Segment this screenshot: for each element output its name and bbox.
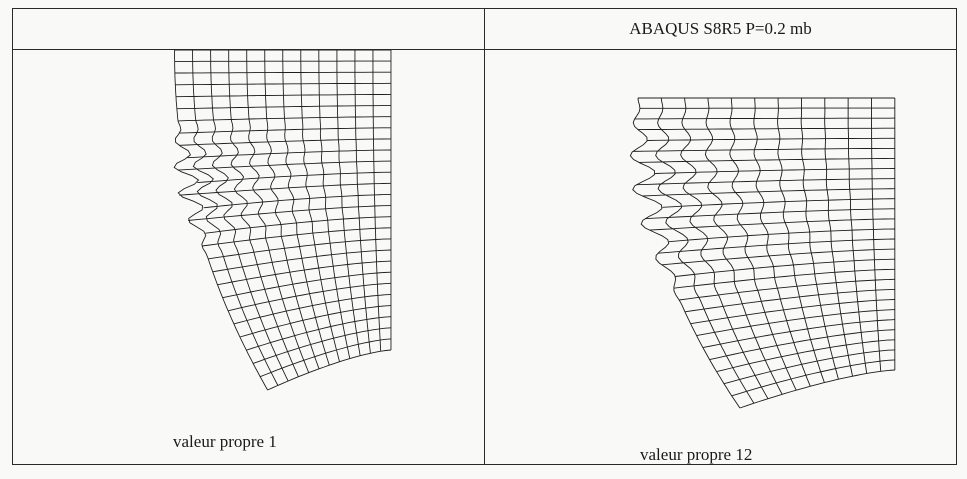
mesh-hoop-line bbox=[690, 299, 895, 325]
mesh-hoop-line bbox=[642, 188, 895, 197]
caption-left: valeur propre 1 bbox=[173, 432, 277, 451]
mesh-meridian-line bbox=[246, 50, 310, 373]
figure-table: ABAQUS S8R5 P=0.2 mb valeur propre 1 val… bbox=[12, 8, 957, 465]
mesh-meridian-line bbox=[629, 97, 741, 409]
mesh-meridian-line bbox=[354, 50, 371, 354]
mesh-meridian-line bbox=[173, 50, 268, 391]
mesh-hoop-line bbox=[709, 329, 895, 361]
mesh-hoop-line bbox=[205, 216, 391, 234]
mesh-meridian-line bbox=[282, 50, 330, 366]
mesh-hoop-line bbox=[675, 258, 895, 277]
mesh-hoop-line bbox=[636, 178, 895, 186]
mesh-meridian-line bbox=[300, 50, 340, 362]
panel-left: valeur propre 1 bbox=[12, 49, 485, 465]
mesh-hoop-line bbox=[662, 198, 895, 208]
mesh-hoop-line bbox=[657, 238, 895, 254]
mesh-meridian-line bbox=[210, 50, 289, 382]
mesh-meridian-line bbox=[336, 50, 361, 356]
mesh-hoop-line bbox=[661, 248, 895, 266]
mesh-meridian-line bbox=[847, 98, 868, 374]
mesh-plot-left bbox=[173, 50, 392, 391]
mesh-hoop-line bbox=[638, 157, 895, 163]
mesh-hoop-line bbox=[723, 349, 895, 385]
mesh-meridian-line bbox=[655, 97, 755, 404]
mesh-hoop-line bbox=[668, 228, 895, 243]
caption-right: valeur propre 12 bbox=[640, 445, 753, 464]
mesh-hoop-line bbox=[177, 160, 391, 171]
mesh-hoop-line bbox=[702, 319, 895, 349]
mesh-hoop-line bbox=[259, 338, 392, 378]
mesh-meridian-line bbox=[729, 97, 797, 391]
mesh-meridian-line bbox=[680, 97, 769, 399]
mesh-hoop-line bbox=[731, 359, 895, 397]
header-cell-left bbox=[12, 8, 485, 50]
mesh-hoop-line bbox=[637, 127, 895, 131]
mesh-meridian-line bbox=[871, 98, 882, 372]
mesh-hoop-line bbox=[217, 260, 391, 286]
mesh-hoop-line bbox=[655, 168, 895, 174]
panel-right: valeur propre 12 bbox=[484, 49, 957, 465]
mesh-hoop-line bbox=[679, 278, 895, 301]
mesh-hoop-line bbox=[634, 117, 895, 120]
mesh-hoop-line bbox=[179, 182, 391, 196]
mesh-hoop-line bbox=[187, 149, 391, 159]
mesh-hoop-line bbox=[716, 339, 895, 373]
mesh-meridian-line bbox=[264, 50, 320, 369]
mesh-hoop-line bbox=[696, 309, 895, 337]
mesh-meridian-line bbox=[228, 50, 299, 377]
mesh-hoop-line bbox=[739, 369, 895, 409]
mesh-plot-right bbox=[629, 97, 896, 409]
mesh-hoop-line bbox=[649, 218, 895, 231]
mesh-meridian-line bbox=[824, 98, 853, 377]
mesh-hoop-line bbox=[267, 349, 392, 391]
mesh-meridian-line bbox=[372, 50, 382, 352]
mesh-meridian-line bbox=[800, 98, 839, 380]
mesh-meridian-line bbox=[753, 97, 811, 387]
mesh-hoop-line bbox=[212, 249, 391, 273]
mesh-meridian-line bbox=[192, 50, 279, 386]
mesh-hoop-line bbox=[647, 137, 895, 141]
mesh-hoop-line bbox=[684, 288, 895, 313]
mesh-meridian-line bbox=[318, 50, 351, 359]
mesh-hoop-line bbox=[252, 327, 392, 364]
mesh-meridian-line bbox=[777, 98, 825, 383]
mesh-hoop-line bbox=[644, 208, 895, 220]
mesh-hoop-line bbox=[673, 268, 895, 289]
mesh-hoop-line bbox=[632, 147, 895, 152]
header-cell-right: ABAQUS S8R5 P=0.2 mb bbox=[484, 8, 957, 50]
mesh-meridian-line bbox=[704, 97, 783, 395]
